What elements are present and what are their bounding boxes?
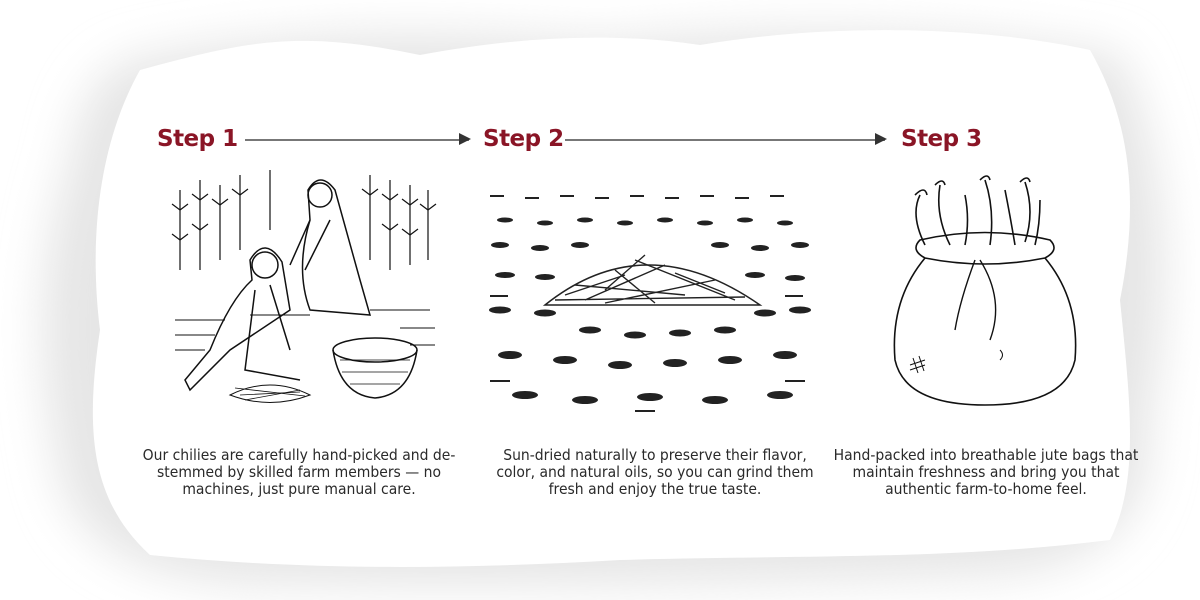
step-1-title: Step 1 <box>157 126 238 152</box>
jute-bag-chilies-illustration <box>893 175 1077 406</box>
arrow-step2-to-step3 <box>565 134 887 144</box>
step-2-title: Step 2 <box>483 126 564 152</box>
step-1-description: Our chilies are carefully hand-picked an… <box>142 446 456 498</box>
step-3-title: Step 3 <box>901 126 982 152</box>
farm-workers-picking-illustration <box>171 170 437 403</box>
sun-drying-chilies-illustration <box>489 195 811 412</box>
step-3-description: Hand-packed into breathable jute bags th… <box>833 446 1139 498</box>
step-2-description: Sun-dried naturally to preserve their fl… <box>496 446 814 498</box>
arrow-step1-to-step2 <box>245 134 471 144</box>
